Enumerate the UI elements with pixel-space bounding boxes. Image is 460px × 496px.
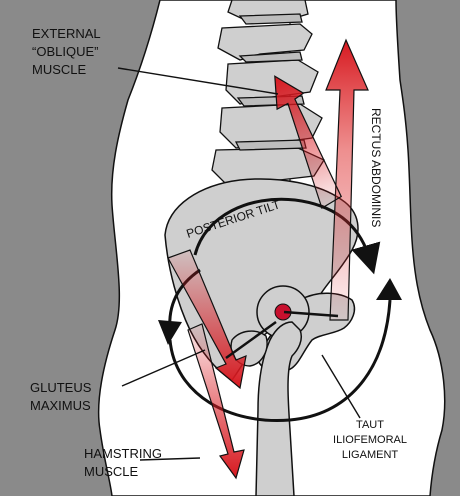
leader-oblique bbox=[117, 67, 279, 95]
label-external-oblique: EXTERNAL “OBLIQUE” MUSCLE bbox=[32, 26, 101, 77]
svg-text:LIGAMENT: LIGAMENT bbox=[342, 449, 399, 461]
label-taut-iliofemoral-ligament: TAUT ILIOFEMORAL LIGAMENT bbox=[333, 419, 407, 461]
svg-text:HAMSTRING: HAMSTRING bbox=[84, 446, 162, 461]
leader-gluteus bbox=[121, 349, 206, 387]
gluteus-maximus-arrow bbox=[167, 249, 247, 390]
svg-text:GLUTEUS: GLUTEUS bbox=[30, 380, 92, 395]
label-gluteus-maximus: GLUTEUS MAXIMUS bbox=[30, 380, 92, 413]
iliofemoral-ligament-a bbox=[283, 310, 339, 318]
svg-text:MAXIMUS: MAXIMUS bbox=[30, 398, 91, 413]
external-oblique-arrow bbox=[274, 75, 343, 210]
svg-text:EXTERNAL: EXTERNAL bbox=[32, 26, 101, 41]
spine bbox=[211, 0, 325, 187]
iliofemoral-ligament-b bbox=[225, 320, 277, 360]
svg-text:ILIOFEMORAL: ILIOFEMORAL bbox=[333, 434, 407, 446]
svg-text:MUSCLE: MUSCLE bbox=[32, 62, 87, 77]
label-hamstring-muscle: HAMSTRING MUSCLE bbox=[84, 446, 162, 479]
rotation-arrowhead-right bbox=[376, 278, 402, 300]
posterior-tilt-arrow bbox=[193, 197, 381, 275]
femur bbox=[255, 321, 303, 496]
hamstring-arrow bbox=[187, 323, 245, 480]
leader-hamstring bbox=[139, 457, 201, 461]
label-rectus-abdominis: RECTUS ABDOMINIS bbox=[369, 108, 383, 227]
rectus-abdominis-arrow bbox=[325, 38, 369, 321]
rotation-arrowhead-left bbox=[158, 320, 182, 345]
svg-text:MUSCLE: MUSCLE bbox=[84, 464, 139, 479]
rotation-arc-lower bbox=[168, 299, 392, 423]
svg-text:“OBLIQUE”: “OBLIQUE” bbox=[32, 44, 98, 59]
leader-ligament bbox=[321, 354, 361, 419]
svg-text:TAUT: TAUT bbox=[356, 419, 384, 431]
